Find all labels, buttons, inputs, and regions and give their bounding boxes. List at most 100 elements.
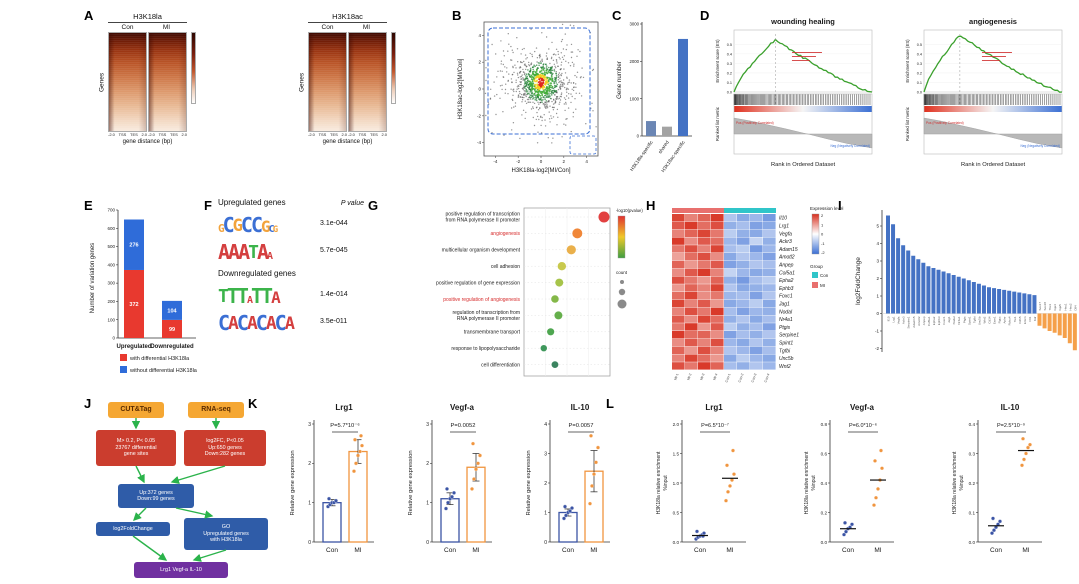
- legend-count-dot: [620, 280, 624, 284]
- gene-tick-label: Hey2: [1068, 303, 1072, 310]
- pvalue-header: P value: [340, 200, 364, 207]
- label: 0.0: [727, 91, 732, 95]
- rank-axis-label: Ranked list metric: [905, 106, 910, 141]
- heatmap-cell: [737, 299, 750, 308]
- motif-letter: T: [248, 241, 259, 263]
- gene-tick-label: Cdh5: [1018, 316, 1022, 324]
- gene-label: Amotl2: [778, 255, 795, 261]
- gene-tick-label: Foxc1: [942, 316, 946, 325]
- gene-tick-label: Epha2: [932, 316, 936, 325]
- motif-letter: A: [246, 295, 253, 306]
- sample-label: Con-4: [764, 373, 771, 383]
- chart-title: Vegf-a: [850, 403, 875, 412]
- heatmap-cell: [763, 292, 776, 300]
- label: 0.4: [969, 422, 976, 427]
- heatmap-cell: [763, 268, 776, 276]
- motif-pvalue: 3.1e-044: [320, 220, 348, 227]
- heatmap-cell: [763, 331, 776, 339]
- panel-label-E: E: [84, 198, 93, 213]
- heatmap-cell: [698, 229, 711, 237]
- data-point: [594, 460, 598, 465]
- data-point: [589, 433, 593, 438]
- p-value: P=2.5*10⁻⁹: [997, 422, 1025, 429]
- heatmap-cell: [763, 354, 776, 362]
- stats-text-line: [981, 52, 1012, 53]
- selection-box-small: [569, 135, 597, 155]
- x-axis-label: Rank in Ordered Dataset: [771, 162, 836, 168]
- data-point: [1021, 436, 1025, 441]
- heatmap-cell: [672, 362, 685, 370]
- heatmap-cell: [763, 276, 776, 284]
- gene-label: Foxc1: [779, 294, 793, 300]
- label: 2: [563, 159, 566, 164]
- heatmap-cell: [711, 315, 724, 323]
- heatmap-cell: [737, 284, 750, 292]
- panel-label-L: L: [606, 396, 614, 411]
- y-axis-label: Gene number: [616, 61, 623, 99]
- x-axis-label: H3K18la-log2[MI/Con]: [511, 168, 570, 174]
- flow-box-text: Down:282 genes: [204, 451, 246, 458]
- heatmap-cell: [698, 214, 711, 222]
- heatmap-cell: [698, 323, 711, 331]
- gene-tick-label: Unc5b: [977, 316, 981, 325]
- label: -2: [477, 113, 481, 118]
- data-point: [873, 458, 877, 463]
- heatmap-cell: [672, 323, 685, 331]
- label: 2: [308, 461, 311, 467]
- fc-bar: [976, 283, 981, 314]
- label: 0.4: [917, 52, 922, 56]
- gene-tick-label: Wnt2: [982, 316, 986, 323]
- panel-label-C: C: [612, 8, 622, 23]
- fc-bar: [971, 282, 976, 314]
- gene-label: Tgfbi: [779, 348, 791, 354]
- data-point: [596, 445, 600, 450]
- group-name: Con: [820, 273, 829, 278]
- heatmap-cell: [724, 253, 737, 261]
- motif-letter: G: [272, 224, 279, 235]
- go-dot: [572, 228, 583, 239]
- label: 0: [637, 134, 640, 139]
- go-dot: [555, 278, 564, 287]
- gene-label: Adam15: [778, 247, 798, 253]
- neg-correlated-label: Neg (Negatively Correlated): [1020, 144, 1060, 148]
- gene-tick-label: Spint1: [967, 316, 971, 325]
- heatmap-cell: [685, 346, 698, 354]
- gene-tick-label: Sox17: [1038, 302, 1042, 311]
- motif-letter: C: [255, 311, 268, 335]
- panel-label-J: J: [84, 396, 92, 411]
- motif-letter: A: [218, 240, 231, 264]
- heatmap-cell: [763, 362, 776, 370]
- label: -1: [875, 329, 879, 334]
- gene-tick-label: Il10: [887, 316, 891, 321]
- motif-pvalue: 1.4e-014: [320, 291, 348, 298]
- fc-bar: [936, 269, 941, 314]
- flow-arrow: [133, 507, 147, 521]
- heatmap-cell: [763, 253, 776, 261]
- heatmap-cell: [737, 253, 750, 261]
- ranked-metric: [733, 117, 873, 149]
- label: 0: [308, 540, 311, 546]
- go-dot: [566, 245, 576, 255]
- group-annotation-mi: [672, 208, 724, 213]
- gene-label: Il10: [779, 216, 787, 222]
- gene-label: Wnt2: [779, 364, 791, 370]
- label: 4: [876, 241, 879, 246]
- data-point: [444, 506, 448, 511]
- stats-text-line: [791, 52, 822, 53]
- fc-bar: [896, 238, 901, 314]
- fc-bar: [906, 250, 911, 314]
- heatmap-cell: [724, 260, 737, 269]
- heatmap-cell: [711, 307, 724, 315]
- data-point: [446, 500, 450, 505]
- label: 0.2: [727, 71, 732, 75]
- heatmap-cell: [685, 268, 698, 276]
- hit-marks: [733, 94, 871, 105]
- fc-bar: [946, 273, 951, 314]
- gene-tick-label: Flt1: [1028, 316, 1032, 321]
- label: 0: [876, 311, 879, 316]
- segment-count: 372: [129, 302, 138, 308]
- motif-letter: G: [232, 215, 243, 236]
